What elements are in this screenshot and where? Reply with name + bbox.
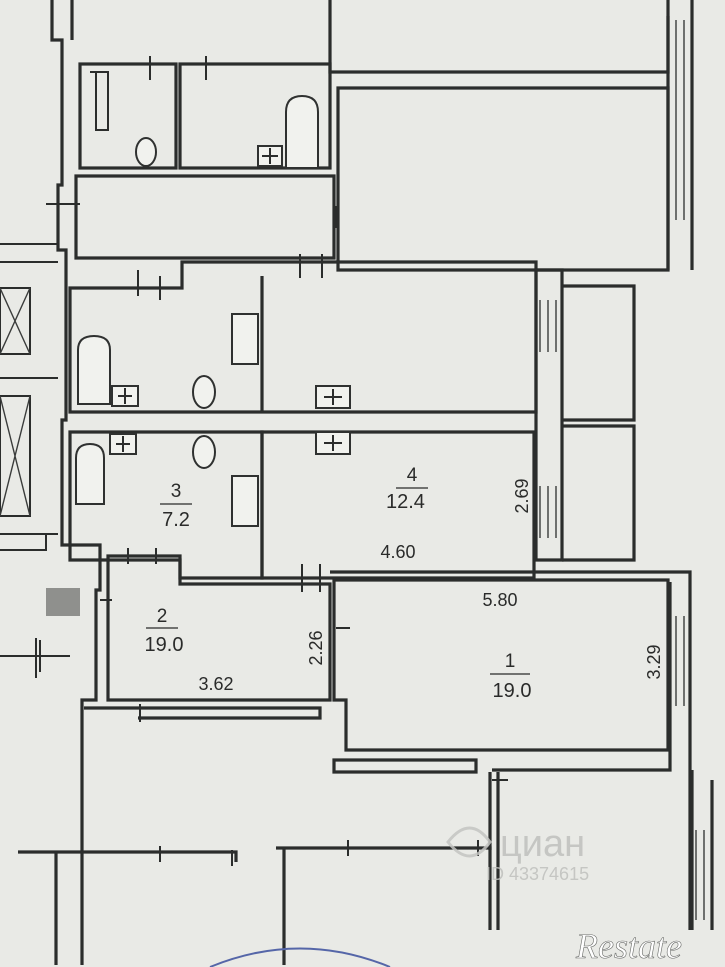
stair-cross-lower (0, 395, 31, 517)
washer-icon (231, 313, 259, 365)
cian-id: ID 43374615 (486, 864, 589, 884)
neighbour-corridor (74, 174, 336, 260)
restate-logo: Restate (575, 926, 683, 967)
balcony-lower (562, 424, 636, 562)
dim-room-4-width: 4.60 (380, 542, 415, 562)
middle-band (68, 260, 538, 414)
neighbour-wc (78, 62, 178, 170)
stair-block-upper (0, 287, 31, 355)
door-ticks (35, 56, 508, 866)
room-1-number: 1 (505, 651, 516, 672)
room-3-area: 7.2 (162, 509, 190, 531)
room-1 (332, 578, 670, 752)
stamp-arc (209, 947, 391, 967)
room-1-outer-right (492, 582, 672, 772)
room-2-number: 2 (157, 606, 168, 627)
window-upper (539, 300, 557, 352)
room-1-area: 19.0 (493, 680, 532, 702)
room-2-area: 19.0 (145, 634, 184, 656)
cian-logo-icon (446, 826, 492, 858)
bathtub-icon-3 (75, 442, 105, 505)
washer-icon-2 (231, 475, 259, 527)
window-lower (539, 486, 557, 538)
dim-room-2-depth: 2.26 (306, 630, 326, 665)
room-4 (260, 430, 536, 580)
sink-cross-icon-2 (118, 388, 132, 404)
top-window (675, 20, 685, 220)
stair-block-lower (0, 395, 31, 517)
lower-partition (488, 772, 500, 930)
toilet-icon-3 (192, 435, 216, 469)
lower-exterior (690, 770, 714, 930)
toilet-icon (135, 137, 157, 167)
dim-room-1-width: 5.80 (482, 590, 517, 610)
left-wall (50, 0, 102, 965)
dim-room-1-depth: 3.29 (644, 644, 664, 679)
balcony-upper (562, 284, 636, 422)
room-1-lower-wall (332, 758, 478, 774)
sink-cross-icon-4 (116, 436, 130, 452)
redacted-patch (46, 588, 80, 616)
stair-cross-upper (0, 287, 31, 355)
dim-room-2-width: 3.62 (198, 674, 233, 694)
room-1-exterior (330, 570, 692, 930)
sink-cross-icon-3 (324, 389, 342, 405)
room-4-number: 4 (407, 465, 418, 486)
room-3-number: 3 (171, 481, 182, 502)
stair-lines (0, 243, 58, 551)
dim-room-4-depth: 2.69 (512, 478, 532, 513)
bathtub-icon (285, 94, 319, 169)
cian-watermark: циан ID 43374615 (446, 823, 589, 884)
window-room-1 (675, 616, 685, 706)
neighbour-bath (178, 62, 332, 170)
toilet-icon-2 (192, 375, 216, 409)
room-4-area: 12.4 (386, 491, 425, 513)
restate-logo-text: Restate (575, 926, 682, 966)
shaft-upper (90, 71, 109, 131)
sink-cross-icon-5 (324, 435, 342, 451)
cian-brand: циан (500, 823, 585, 865)
sink-cross-icon (262, 148, 278, 164)
lower-window (695, 830, 705, 920)
room-2 (106, 554, 332, 702)
bathtub-icon-2 (77, 334, 111, 405)
room-2-lower-wall (84, 706, 322, 720)
neighbour-room-large (336, 86, 670, 272)
lower-verticals (54, 848, 286, 965)
